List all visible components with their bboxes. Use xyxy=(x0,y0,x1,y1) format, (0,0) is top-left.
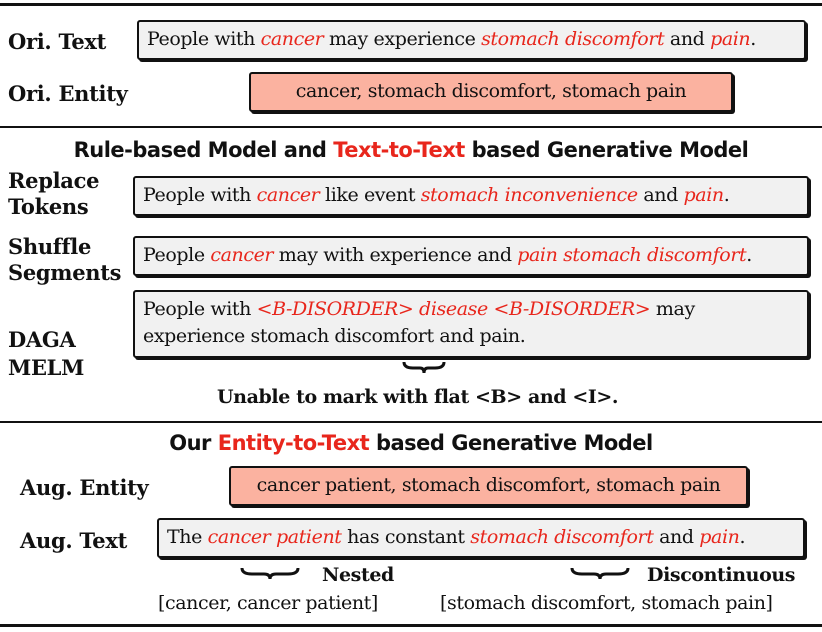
bottom-heading-pre: Our xyxy=(169,431,218,455)
shuffle-segments-content: People cancer may with experience and pa… xyxy=(143,244,752,266)
daga-line-1: People with <B-DISORDER> disease <B-DISO… xyxy=(143,296,799,323)
shuffle-segments-label: Shuffle Segments xyxy=(8,234,121,286)
ori-text-box: People with cancer may experience stomac… xyxy=(137,20,806,60)
entity-mention: pain xyxy=(683,184,725,206)
bottom-rule xyxy=(0,624,822,627)
aug-text-box: The cancer patient has constant stomach … xyxy=(157,518,805,558)
replace-tokens-content: People with cancer like event stomach in… xyxy=(143,184,730,206)
entity-mention: pain stomach discomfort xyxy=(517,244,747,266)
daga-label-line2: MELM xyxy=(8,355,85,380)
entity-mention: cancer xyxy=(260,28,324,50)
text-segment: People with xyxy=(143,184,257,206)
daga-melm-box: People with <B-DISORDER> disease <B-DISO… xyxy=(133,290,809,358)
entity-mention: <B-DISORDER> disease <B-DISORDER> xyxy=(256,298,651,320)
text-segment: . xyxy=(723,184,730,206)
text-segment: may experience xyxy=(323,28,482,50)
middle-heading-post: based Generative Model xyxy=(464,138,749,162)
text-segment: like event xyxy=(319,184,421,206)
middle-heading-highlight: Text-to-Text xyxy=(333,138,465,162)
discontinuous-example: [stomach discomfort, stomach pain] xyxy=(440,592,773,614)
divider-2 xyxy=(0,421,822,423)
text-segment: People with xyxy=(147,28,261,50)
text-segment: People with xyxy=(143,298,257,320)
ori-entity-content: cancer, stomach discomfort, stomach pain xyxy=(295,80,687,102)
entity-mention: cancer xyxy=(256,184,320,206)
shuffle-label-line2: Segments xyxy=(8,260,122,285)
bottom-heading-post: based Generative Model xyxy=(369,431,653,455)
ori-text-content: People with cancer may experience stomac… xyxy=(147,28,756,50)
bottom-heading-highlight: Entity-to-Text xyxy=(217,431,370,455)
discontinuous-brace xyxy=(570,567,630,580)
entity-mention: cancer patient xyxy=(207,526,342,548)
text-segment: may xyxy=(650,298,695,320)
top-rule xyxy=(0,3,822,6)
text-segment: may with experience and xyxy=(273,244,518,266)
text-segment: . xyxy=(746,244,752,266)
aug-text-label: Aug. Text xyxy=(20,528,127,553)
daga-label-line1: DAGA xyxy=(8,327,76,352)
entity-mention: pain xyxy=(710,28,751,50)
replace-tokens-label: Replace Tokens xyxy=(8,168,99,220)
text-segment: has constant xyxy=(341,526,471,548)
aug-entity-content: cancer patient, stomach discomfort, stom… xyxy=(256,474,721,496)
ori-entity-label: Ori. Entity xyxy=(8,81,128,106)
text-segment: . xyxy=(739,526,746,548)
entity-mention: cancer xyxy=(210,244,274,266)
aug-entity-label: Aug. Entity xyxy=(20,475,149,500)
middle-heading-pre: Rule-based Model and xyxy=(73,138,334,162)
bottom-heading: Our Entity-to-Text based Generative Mode… xyxy=(0,430,822,456)
text-segment: . xyxy=(750,28,756,50)
shuffle-label-line1: Shuffle xyxy=(8,234,92,259)
middle-heading: Rule-based Model and Text-to-Text based … xyxy=(0,137,822,163)
entity-mention: stomach discomfort xyxy=(481,28,665,50)
entity-mention: stomach discomfort xyxy=(470,526,654,548)
daga-line-2: experience stomach discomfort and pain. xyxy=(143,325,526,347)
text-segment: and xyxy=(653,526,700,548)
entity-mention: stomach inconvenience xyxy=(420,184,638,206)
nested-example: [cancer, cancer patient] xyxy=(158,592,378,614)
aug-text-content: The cancer patient has constant stomach … xyxy=(167,526,746,548)
daga-note: Unable to mark with flat <B> and <I>. xyxy=(217,386,619,408)
replace-label-line2: Tokens xyxy=(8,194,89,219)
shuffle-segments-box: People cancer may with experience and pa… xyxy=(133,236,809,276)
daga-brace xyxy=(402,361,446,374)
text-segment: People xyxy=(143,244,211,266)
daga-melm-label: DAGA MELM xyxy=(8,327,84,381)
divider-1 xyxy=(0,126,822,128)
text-segment: The xyxy=(167,526,208,548)
text-segment: and xyxy=(637,184,684,206)
ori-entity-box: cancer, stomach discomfort, stomach pain xyxy=(249,72,733,112)
discontinuous-label: Discontinuous xyxy=(647,564,796,586)
text-segment: and xyxy=(664,28,711,50)
replace-label-line1: Replace xyxy=(8,168,100,193)
entity-mention: pain xyxy=(699,526,740,548)
replace-tokens-box: People with cancer like event stomach in… xyxy=(133,176,809,216)
aug-entity-box: cancer patient, stomach discomfort, stom… xyxy=(229,466,748,506)
nested-label: Nested xyxy=(322,564,394,586)
ori-text-label: Ori. Text xyxy=(8,29,107,54)
nested-brace xyxy=(240,567,300,580)
